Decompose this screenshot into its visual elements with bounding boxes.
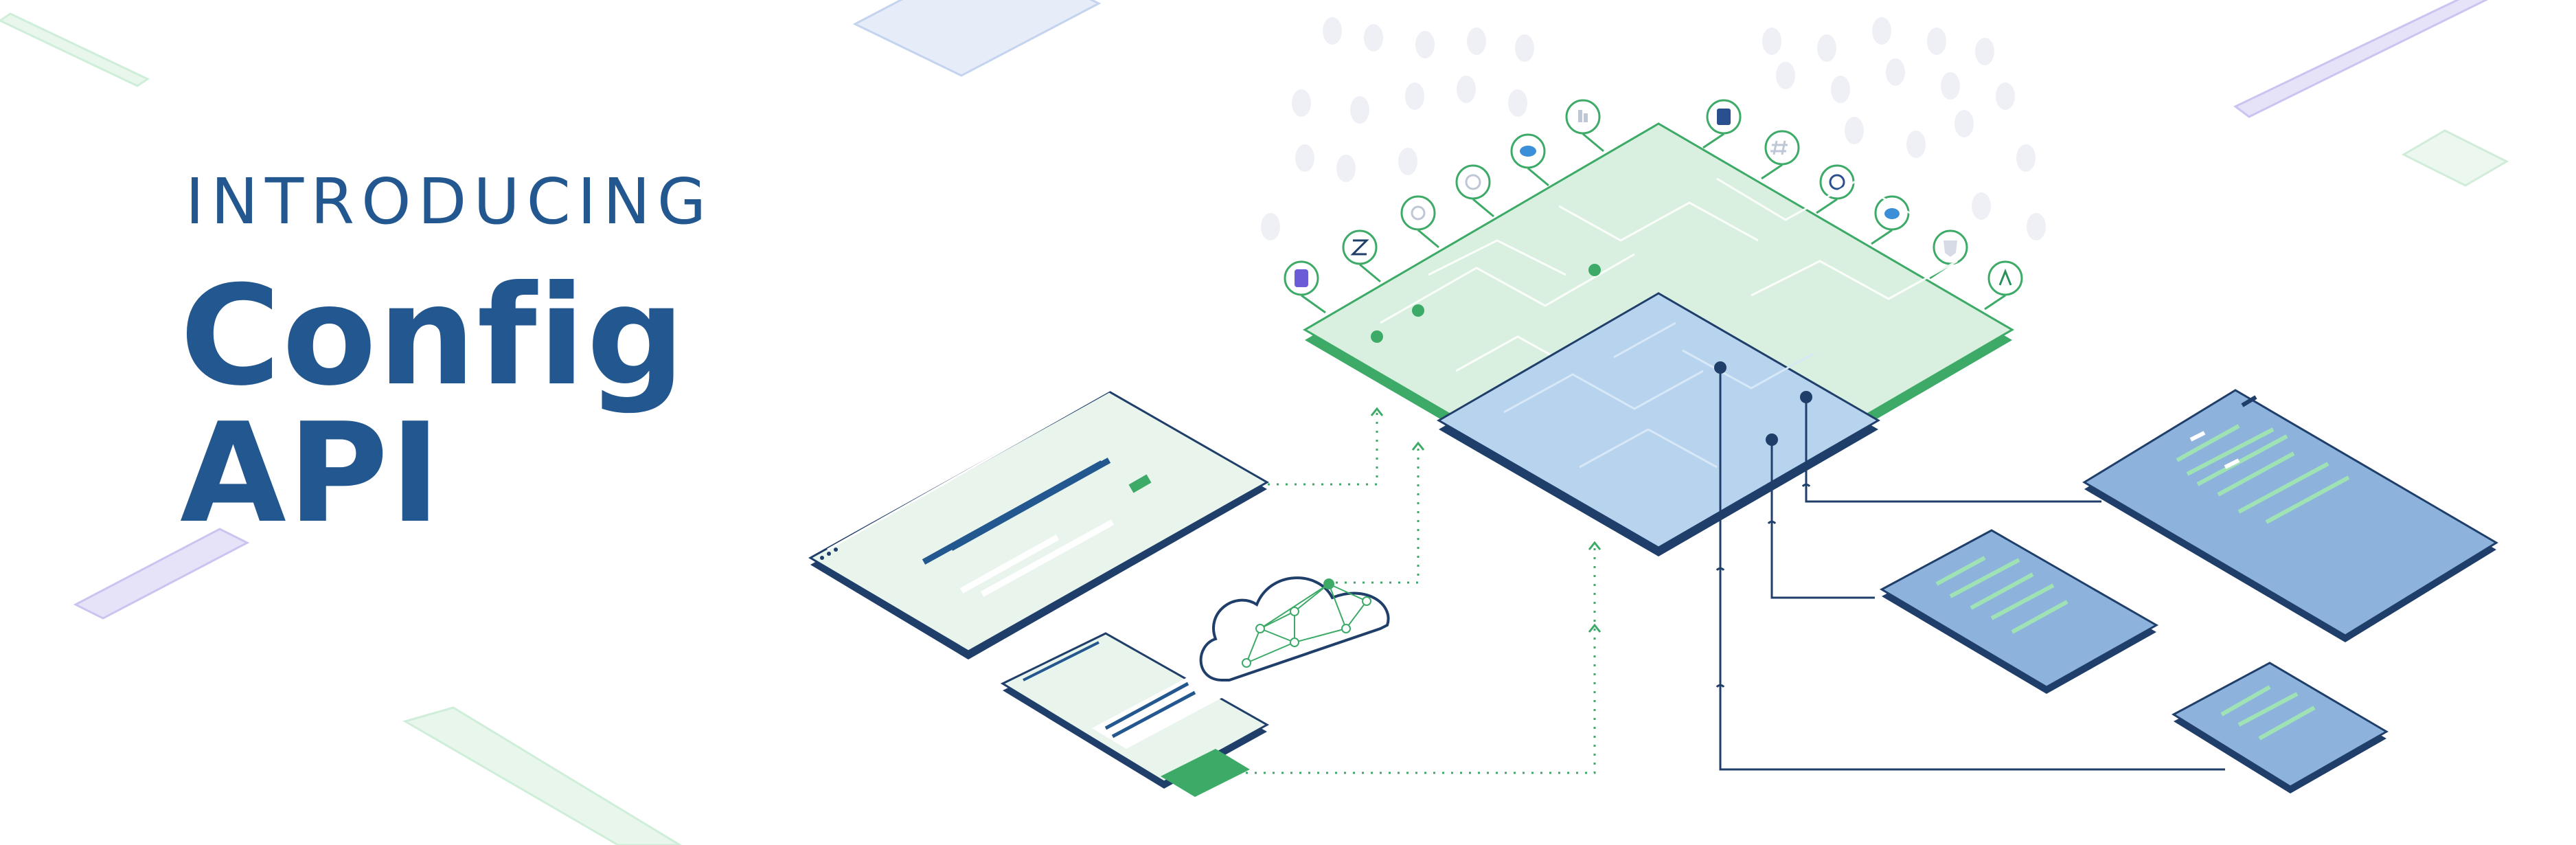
segment-icon <box>1400 195 1439 249</box>
google-analytics-icon <box>1565 99 1604 153</box>
decorative-bars <box>0 0 2509 845</box>
shield-integration-icon <box>1929 229 1968 280</box>
slack-icon <box>1761 130 1800 180</box>
deco-bar <box>402 706 682 845</box>
deco-bar <box>852 0 1102 77</box>
adwords-icon <box>1984 260 2023 311</box>
browser-window <box>808 383 1270 660</box>
eyebrow-text: INTRODUCING <box>185 165 714 238</box>
generic-integration-icon <box>1455 164 1494 218</box>
stripe-icon <box>1284 260 1326 314</box>
status-chip <box>1128 474 1152 493</box>
page-title: Config API <box>180 256 687 554</box>
tablet-device <box>1000 632 1270 797</box>
deco-bar <box>2401 129 2509 187</box>
node-dot <box>1588 264 1601 276</box>
node-dot <box>1371 330 1383 343</box>
background-dots <box>1261 17 2046 240</box>
salesforce-icon <box>1510 133 1549 187</box>
code-panel-medium <box>1879 529 2159 694</box>
cloud-network-icon <box>1199 576 1390 681</box>
twitter-icon <box>1871 195 1910 245</box>
zendesk-icon <box>1342 229 1381 283</box>
blue-platform <box>1437 292 1880 769</box>
eloqua-icon <box>1816 164 1855 214</box>
code-panel-small <box>2171 662 2389 793</box>
node-dot <box>1323 578 1334 589</box>
arrow-heads <box>1370 407 1602 633</box>
deco-bar <box>0 12 150 87</box>
deco-bar <box>73 528 250 620</box>
node-dot <box>1412 304 1424 317</box>
facebook-icon <box>1702 99 1742 149</box>
integration-icons <box>1284 99 2023 314</box>
output-connectors <box>1716 483 2225 771</box>
deco-bar <box>2233 0 2489 118</box>
code-panel-large <box>2082 389 2498 642</box>
